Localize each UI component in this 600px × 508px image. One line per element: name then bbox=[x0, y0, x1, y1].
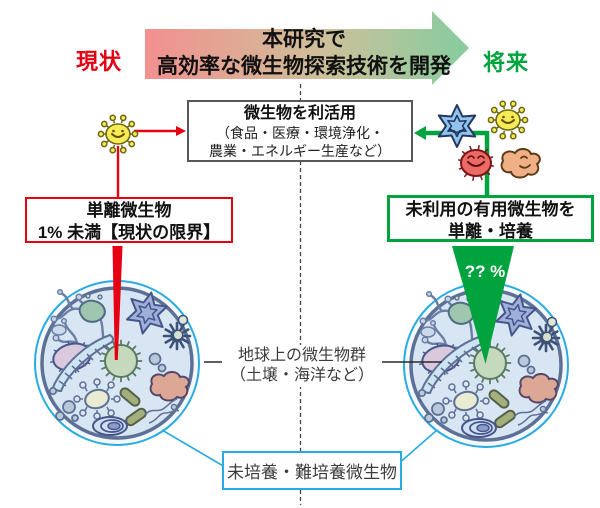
earth-microbes-line1: 地球上の微生物群 bbox=[237, 347, 366, 364]
utilization-box: 微生物を利活用 （食品・医療・環境浄化・ 農業・エネルギー生産など） bbox=[187, 100, 413, 162]
label-present: 現状 bbox=[76, 49, 123, 74]
utilization-box-sub1: （食品・医療・環境浄化・ bbox=[216, 125, 384, 141]
funnel-percentage-label: ?? % bbox=[464, 262, 506, 281]
red-arrowhead-to-center-box bbox=[176, 126, 186, 136]
isolated-microbes-line2: 1% 未満【現状の限界】 bbox=[37, 223, 221, 242]
isolated-microbes-line1: 単離微生物 bbox=[86, 201, 172, 220]
isolated-microbes-box: 単離微生物 1% 未満【現状の限界】 bbox=[25, 197, 233, 243]
green-arrowhead-to-center-box bbox=[414, 126, 426, 140]
red-connector-lines bbox=[116, 129, 177, 198]
unused-microbes-box: 未利用の有用微生物を 単離・培養 bbox=[387, 195, 594, 242]
gradient-title-arrow bbox=[145, 11, 469, 85]
title-arrow-line1: 本研究で bbox=[262, 28, 346, 51]
uncultured-microbes-label: 未培養・難培養微生物 bbox=[227, 463, 397, 482]
green-funnel-arrow bbox=[452, 246, 514, 364]
happy-amoeba-microbe-icon bbox=[500, 147, 541, 179]
unused-microbes-line2: 単離・培養 bbox=[448, 222, 533, 241]
happy-sun-microbe-icon bbox=[487, 99, 529, 141]
unused-microbes-line1: 未利用の有用微生物を bbox=[405, 200, 576, 219]
happy-spiky-microbe-icon bbox=[458, 145, 494, 181]
red-thick-arrow-into-dish bbox=[112, 246, 123, 360]
earth-microbes-label: 地球上の微生物群 （土壌・海洋など） bbox=[222, 345, 382, 387]
happy-star-microbe-icon bbox=[437, 104, 477, 148]
utilization-box-sub2: 農業・エネルギー生産など） bbox=[209, 143, 391, 159]
uncultured-microbes-box: 未培養・難培養微生物 bbox=[222, 451, 402, 490]
label-future: 将来 bbox=[483, 50, 530, 75]
title-arrow-line2: 高効率な微生物探索技術を開発 bbox=[157, 55, 451, 78]
title-arrow-text: 本研究で 高効率な微生物探索技術を開発 bbox=[138, 26, 470, 80]
earth-microbes-line2: （土壌・海洋など） bbox=[229, 367, 374, 384]
bottom-box-connector-lines bbox=[161, 429, 438, 468]
utilization-box-title: 微生物を利活用 bbox=[243, 105, 356, 122]
